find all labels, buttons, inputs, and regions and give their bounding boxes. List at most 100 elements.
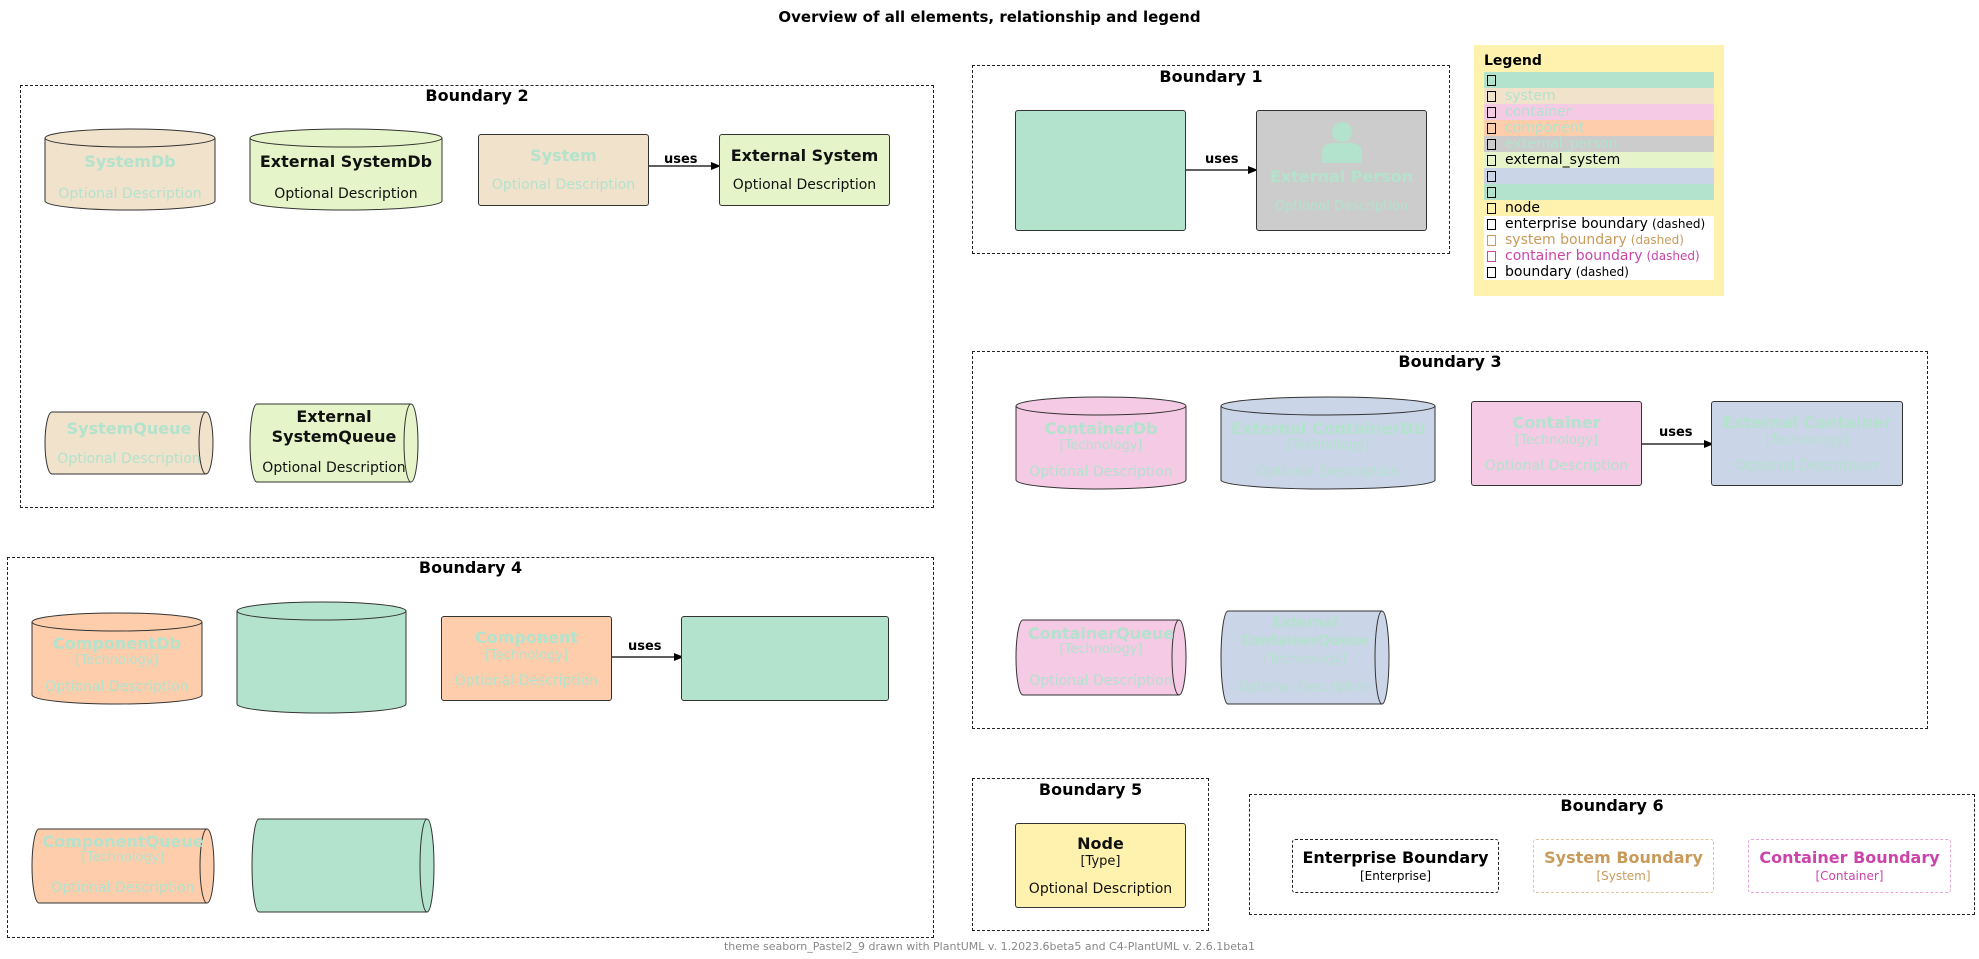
legend-swatch-icon [1487,218,1496,230]
person-element[interactable] [1015,110,1186,231]
external-system-box[interactable]: External System Optional Description [719,134,890,206]
element-description: Optional Description [45,679,189,695]
element-description: Optional Description [454,672,599,689]
legend-item-label: node [1505,200,1540,216]
external-container-db[interactable]: External ContainerDb [Technology] Option… [1220,396,1436,490]
legend-item-label: enterprise boundary [1505,216,1648,232]
legend-item [1484,184,1714,200]
legend-item-label: boundary [1505,264,1572,280]
legend-swatch-icon [1487,106,1496,118]
enterprise-boundary[interactable]: Enterprise Boundary [Enterprise] [1292,839,1499,893]
legend-item-label: component [1505,120,1585,136]
legend-item-label: external_person [1505,136,1618,152]
container-queue[interactable]: ContainerQueue [Technology] Optional Des… [1015,619,1187,696]
component-queue[interactable]: ComponentQueue [Technology] Optional Des… [31,828,215,904]
external-container-box[interactable]: External Container [Technology] Optional… [1711,401,1903,486]
component-box[interactable]: Component [Technology] Optional Descript… [441,616,612,701]
boundary-6: Boundary 6 [1249,794,1975,915]
element-technology: [Technology] [75,653,159,668]
boundary-title: Boundary 5 [1038,780,1143,799]
queue-shape [1015,619,1187,696]
legend-swatch-icon [1487,266,1496,278]
legend-item-label: system boundary [1505,232,1627,248]
queue-shape [1220,610,1390,705]
system-box[interactable]: System Optional Description [478,134,649,206]
element-description: Optional Description [491,177,636,193]
legend-item: boundary(dashed) [1484,264,1714,280]
container-db[interactable]: ContainerDb [Technology] Optional Descri… [1015,396,1187,490]
element-name: ComponentDb [53,634,181,653]
element-description: Optional Description [732,177,877,193]
external-system-db[interactable]: External SystemDb Optional Description [249,128,443,211]
element-technology: [Technology] [485,647,568,663]
element-name: Container Boundary [1759,848,1940,867]
legend-item: container [1484,104,1714,120]
legend-swatch-icon [1487,138,1496,150]
system-boundary[interactable]: System Boundary [System] [1533,839,1714,893]
footer-note: theme seaborn_Pastel2_9 drawn with Plant… [723,940,1256,953]
legend-item: enterprise boundary(dashed) [1484,216,1714,232]
element-name: ContainerQueue [1027,624,1175,643]
external-system-queue[interactable]: External SystemQueue Optional Descriptio… [249,403,419,483]
element-type: [Type] [1080,853,1121,869]
relationship-label: uses [1659,425,1693,440]
boundary-title: Boundary 2 [425,86,529,105]
person-icon [1321,122,1362,163]
boundary-title: Boundary 4 [418,558,523,577]
element-name: External Person [1269,167,1414,186]
component-db[interactable]: ComponentDb [Technology] Optional Descri… [31,612,203,705]
node-box[interactable]: Node [Type] Optional Description [1015,823,1186,908]
queue-element[interactable] [251,818,435,913]
element-type: [Container] [1815,869,1884,883]
system-queue[interactable]: SystemQueue Optional Description [44,411,214,475]
legend-item-label: system [1505,88,1556,104]
component-element[interactable] [681,616,889,701]
legend-swatch-icon [1487,234,1496,246]
legend-item: external_system [1484,152,1714,168]
queue-shape [251,818,435,913]
element-name: External ContainerQueue [1241,615,1369,649]
element-name: ComponentQueue [42,832,204,851]
element-name: External Container [1722,412,1892,432]
database-cylinder-shape [31,612,203,705]
boundary-title: Boundary 3 [1398,352,1502,371]
element-name: Component [474,627,579,647]
legend-item: system [1484,88,1714,104]
legend-item-label: external_system [1505,152,1621,168]
element-technology: [Technology] [1515,432,1598,448]
element-name: Node [1077,833,1124,853]
legend-swatch-icon [1487,250,1496,262]
database-cylinder-shape [44,128,216,211]
element-description: Optional Description [1029,673,1173,689]
boundary-title: Boundary 1 [1159,67,1263,86]
external-person[interactable]: External Person Optional Description [1256,110,1427,231]
queue-shape [249,403,419,483]
system-db[interactable]: SystemDb Optional Description [44,128,216,211]
external-container-queue[interactable]: External ContainerQueue [Technology] Opt… [1220,610,1390,705]
legend-item: node [1484,200,1714,216]
legend-title: Legend [1484,53,1542,69]
container-boundary[interactable]: Container Boundary [Container] [1748,839,1951,893]
queue-shape [44,411,214,475]
element-name: External SystemQueue [271,407,397,446]
database-cylinder-shape [236,601,407,714]
element-description: Optional Description [1735,457,1879,474]
element-description: Optional Description [57,451,201,467]
container-box[interactable]: Container [Technology] Optional Descript… [1471,401,1642,486]
element-name: Enterprise Boundary [1302,848,1489,867]
relationship-label: uses [1205,152,1239,167]
legend-item [1484,168,1714,184]
element-description: Optional Description [51,880,195,896]
element-name: External ContainerDb [1231,419,1425,438]
element-technology: [Technology] [81,850,165,865]
legend-swatch-icon [1487,74,1496,86]
boundary-2: Boundary 2 [20,85,934,508]
element-technology: [Technology] [1263,652,1347,667]
element-technology: [Technology] [1286,438,1370,453]
database-cylinder-shape [1015,396,1187,490]
database-element[interactable] [236,601,407,714]
element-description: Optional Description [1274,199,1409,214]
diagram-title: Overview of all elements, relationship a… [778,8,1201,26]
legend-item-suffix: (dashed) [1575,265,1629,279]
